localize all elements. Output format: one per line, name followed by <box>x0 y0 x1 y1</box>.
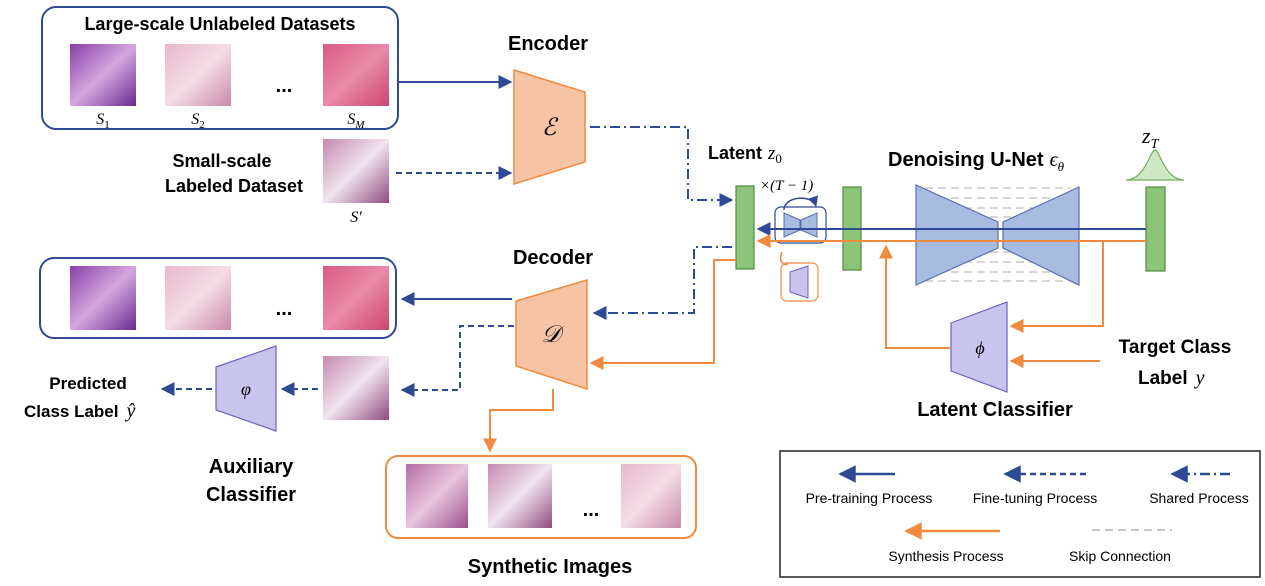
repeat-label: ×(T − 1) <box>760 178 813 194</box>
aux-classifier-title-line2: Classifier <box>206 484 296 506</box>
latent-classifier-block <box>950 301 1008 393</box>
latent-classifier-title: Latent Classifier <box>917 399 1073 421</box>
synthetic-image-m <box>621 464 681 528</box>
label-s1: S1 <box>96 111 110 131</box>
encoder-block <box>513 68 586 186</box>
label-s2: S2 <box>191 111 205 131</box>
mini-loop-orange <box>779 251 789 266</box>
noise-distribution-curve <box>1125 149 1185 181</box>
arrow-latent-to-decoder <box>592 246 732 320</box>
labeled-dataset-title-line1: Small-scale <box>172 151 271 171</box>
arrow-unet-to-latent-classifier <box>1009 241 1104 333</box>
reconstructed-image-1 <box>70 266 136 330</box>
labeled-image <box>323 139 389 203</box>
encoder-symbol: ℰ <box>542 115 559 141</box>
legend-finetuning-label: Fine-tuning Process <box>973 490 1098 506</box>
synthetic-image-2 <box>488 464 552 528</box>
legend-shared-label: Shared Process <box>1149 490 1249 506</box>
noise-label: zT <box>1141 123 1160 152</box>
target-label-line1: Target Class <box>1119 337 1232 358</box>
unlabeled-dataset-box <box>41 6 399 130</box>
reconstructed-image-2 <box>165 266 231 330</box>
labeled-image-label: S′ <box>350 209 362 226</box>
unlabeled-ellipsis: ... <box>276 75 293 97</box>
arrow-encoder-to-latent <box>590 126 734 207</box>
mini-classifier-frame <box>780 262 819 302</box>
synthetic-title: Synthetic Images <box>468 556 633 578</box>
aux-classifier-symbol: φ <box>241 379 251 399</box>
synthetic-ellipsis: ... <box>583 499 600 521</box>
decoder-block <box>515 278 588 391</box>
latent-z0-block <box>735 185 755 270</box>
reconstructed-box <box>39 257 397 339</box>
mini-unet-frame <box>774 206 827 244</box>
legend-pretraining-label: Pre-training Process <box>806 490 933 506</box>
unet-encoder-half <box>915 184 999 286</box>
synthetic-image-1 <box>406 464 468 528</box>
unet-decoder-half <box>1002 186 1080 286</box>
arrow-decoder-to-synthetic <box>483 389 554 453</box>
mini-classifier <box>789 265 809 299</box>
reconstructed-ellipsis: ... <box>276 298 293 320</box>
arrow-latent-classifier-to-guidance <box>879 244 950 349</box>
aux-classifier-title-line1: Auxiliary <box>209 456 294 478</box>
unlabeled-image-sm <box>323 44 389 106</box>
unlabeled-image-s2 <box>165 44 231 106</box>
legend-skip-label: Skip Connection <box>1069 548 1171 564</box>
label-sm: SM <box>347 111 365 131</box>
synthetic-box <box>385 455 697 539</box>
latent-classifier-symbol: ϕ <box>975 338 984 358</box>
encoder-title: Encoder <box>508 33 588 55</box>
reconstructed-image-m <box>323 266 389 330</box>
unlabeled-image-s1 <box>70 44 136 106</box>
mini-unet-left <box>783 212 801 238</box>
labeled-dataset-title-line2: Labeled Dataset <box>165 176 303 196</box>
aux-classifier-block <box>215 345 277 432</box>
mini-unet-right <box>800 212 818 238</box>
arrow-latent-to-decoder-synthesis <box>589 259 736 370</box>
arrow-decoder-to-labeled-recon <box>400 325 514 397</box>
unlabeled-dataset-title: Large-scale Unlabeled Datasets <box>84 14 355 34</box>
decoder-title: Decoder <box>513 247 593 269</box>
repeat-loop-arrow <box>783 195 818 211</box>
predicted-label-line1: Predicted <box>49 374 126 393</box>
legend-box <box>779 450 1261 578</box>
labeled-recon-image <box>323 356 389 420</box>
latent-zt-block <box>1145 186 1166 272</box>
legend-synthesis-label: Synthesis Process <box>888 548 1003 564</box>
